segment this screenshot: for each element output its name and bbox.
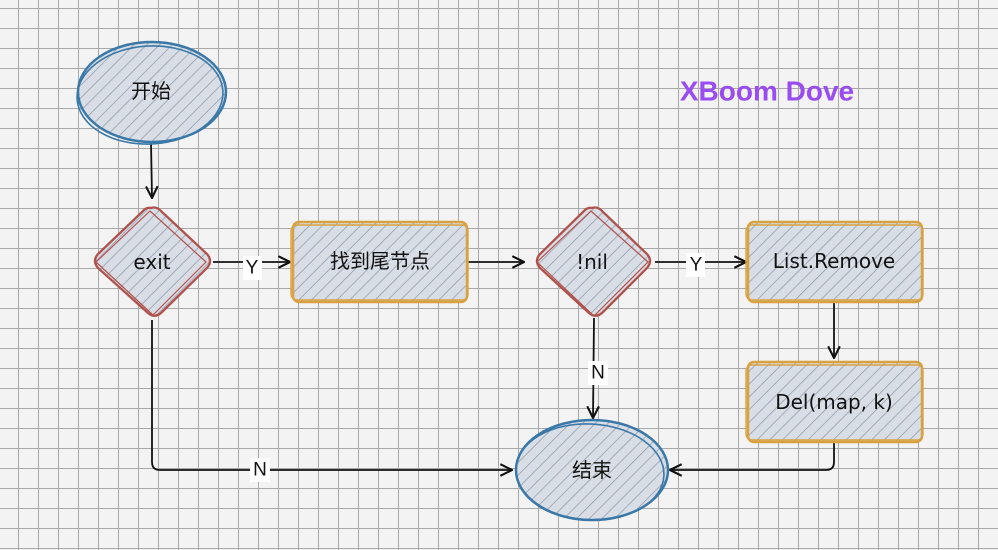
edge-label-exit-no-text: N <box>253 460 267 481</box>
start-node[interactable]: 开始 <box>75 40 228 148</box>
not-nil-label: !nil <box>576 250 608 274</box>
list-remove-label: List.Remove <box>773 249 895 273</box>
edge-label-nil-no-text: N <box>591 363 605 384</box>
list-remove-node[interactable]: List.Remove <box>745 220 924 304</box>
exit-label: exit <box>133 250 170 274</box>
not-nil-decision-node[interactable]: !nil <box>535 206 652 317</box>
edge-label-nil-yes: Y <box>686 253 705 277</box>
edge-exit-end <box>151 320 514 477</box>
edge-label-nil-yes-text: Y <box>690 255 703 276</box>
find-tail-node[interactable]: 找到尾节点 <box>290 220 469 304</box>
start-label: 开始 <box>131 79 171 103</box>
find-tail-label: 找到尾节点 <box>330 249 430 273</box>
brand-label: XBoom Dove <box>680 76 854 107</box>
del-map-node[interactable]: Del(map, k) <box>745 360 924 444</box>
del-map-label: Del(map, k) <box>775 390 893 414</box>
end-node[interactable]: 结束 <box>514 418 670 524</box>
end-label: 结束 <box>572 458 612 482</box>
edge-label-exit-yes-text: Y <box>246 258 259 279</box>
edge-del-end <box>668 442 835 477</box>
edge-label-nil-no: N <box>588 361 608 385</box>
exit-decision-node[interactable]: exit <box>93 206 212 317</box>
edge-label-exit-no: N <box>250 458 270 482</box>
edge-start-exit <box>145 141 159 200</box>
edge-label-exit-yes: Y <box>243 256 262 280</box>
